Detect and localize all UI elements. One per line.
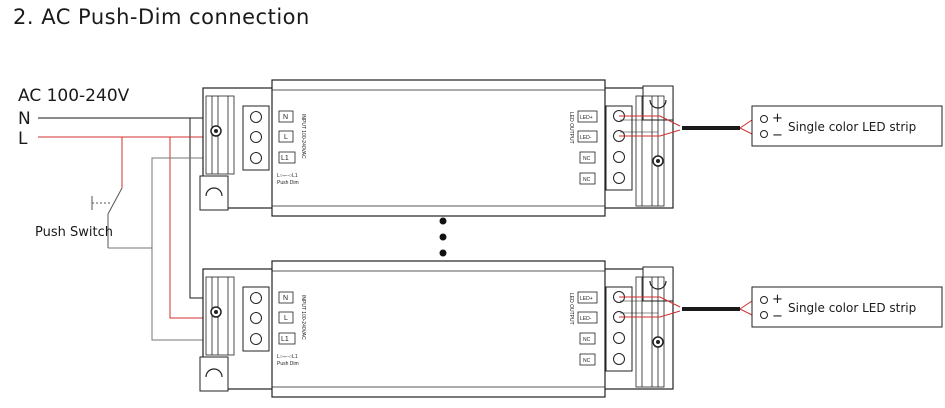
d2-dim-note: L○-⌐-○L1 <box>277 354 298 360</box>
strip1-minus: − <box>772 128 783 143</box>
strip1-label: Single color LED strip <box>788 120 916 134</box>
d2-in-l1: L1 <box>281 336 289 343</box>
page-title: 2. AC Push-Dim connection <box>13 5 310 29</box>
driver-1: N L L1 INPUT 100-240VAC L○-⌐-○L1 Push Di… <box>199 79 758 217</box>
push-switch <box>91 187 123 248</box>
ellipsis-dot <box>439 233 447 241</box>
d1-out-2: LED- <box>580 135 592 141</box>
d2-out-1: LED+ <box>580 296 593 302</box>
live-label: L <box>18 129 28 149</box>
strip2-label: Single color LED strip <box>788 301 916 315</box>
neutral-label: N <box>18 109 31 129</box>
supply-voltage-label: AC 100-240V <box>18 86 130 106</box>
led-strip-2: + − Single color LED strip <box>751 286 943 328</box>
d2-in-n: N <box>283 295 288 302</box>
d2-out-4: NC <box>583 358 591 364</box>
push-switch-label: Push Switch <box>35 225 113 240</box>
d1-out-3: NC <box>583 156 591 162</box>
d2-out-2: LED- <box>580 316 592 322</box>
d2-output-label: LED OUTPUT <box>568 293 574 325</box>
d1-dim-label: Push Dim <box>277 180 299 186</box>
ellipsis-dot <box>439 217 447 225</box>
d1-in-l: L <box>284 134 288 141</box>
driver-2: N L L1 INPUT 100-240VAC L○-⌐-○L1 Push Di… <box>199 260 758 398</box>
d1-out-1: LED+ <box>580 115 593 121</box>
d2-in-l: L <box>284 315 288 322</box>
d1-dim-note: L○-⌐-○L1 <box>277 173 298 179</box>
strip1-plus: + <box>772 111 783 126</box>
strip2-plus: + <box>772 292 783 307</box>
strip2-minus: − <box>772 309 783 324</box>
d1-in-l1: L1 <box>281 155 289 162</box>
ellipsis-dot <box>439 249 447 257</box>
d2-input-label: INPUT 100-240VAC <box>300 295 306 340</box>
d1-output-label: LED OUTPUT <box>568 112 574 144</box>
d1-in-n: N <box>283 114 288 121</box>
d2-dim-label: Push Dim <box>277 361 299 367</box>
d1-out-4: NC <box>583 177 591 183</box>
led-strip-1: + − Single color LED strip <box>751 105 943 147</box>
d2-out-3: NC <box>583 337 591 343</box>
d1-input-label: INPUT 100-240VAC <box>300 114 306 159</box>
